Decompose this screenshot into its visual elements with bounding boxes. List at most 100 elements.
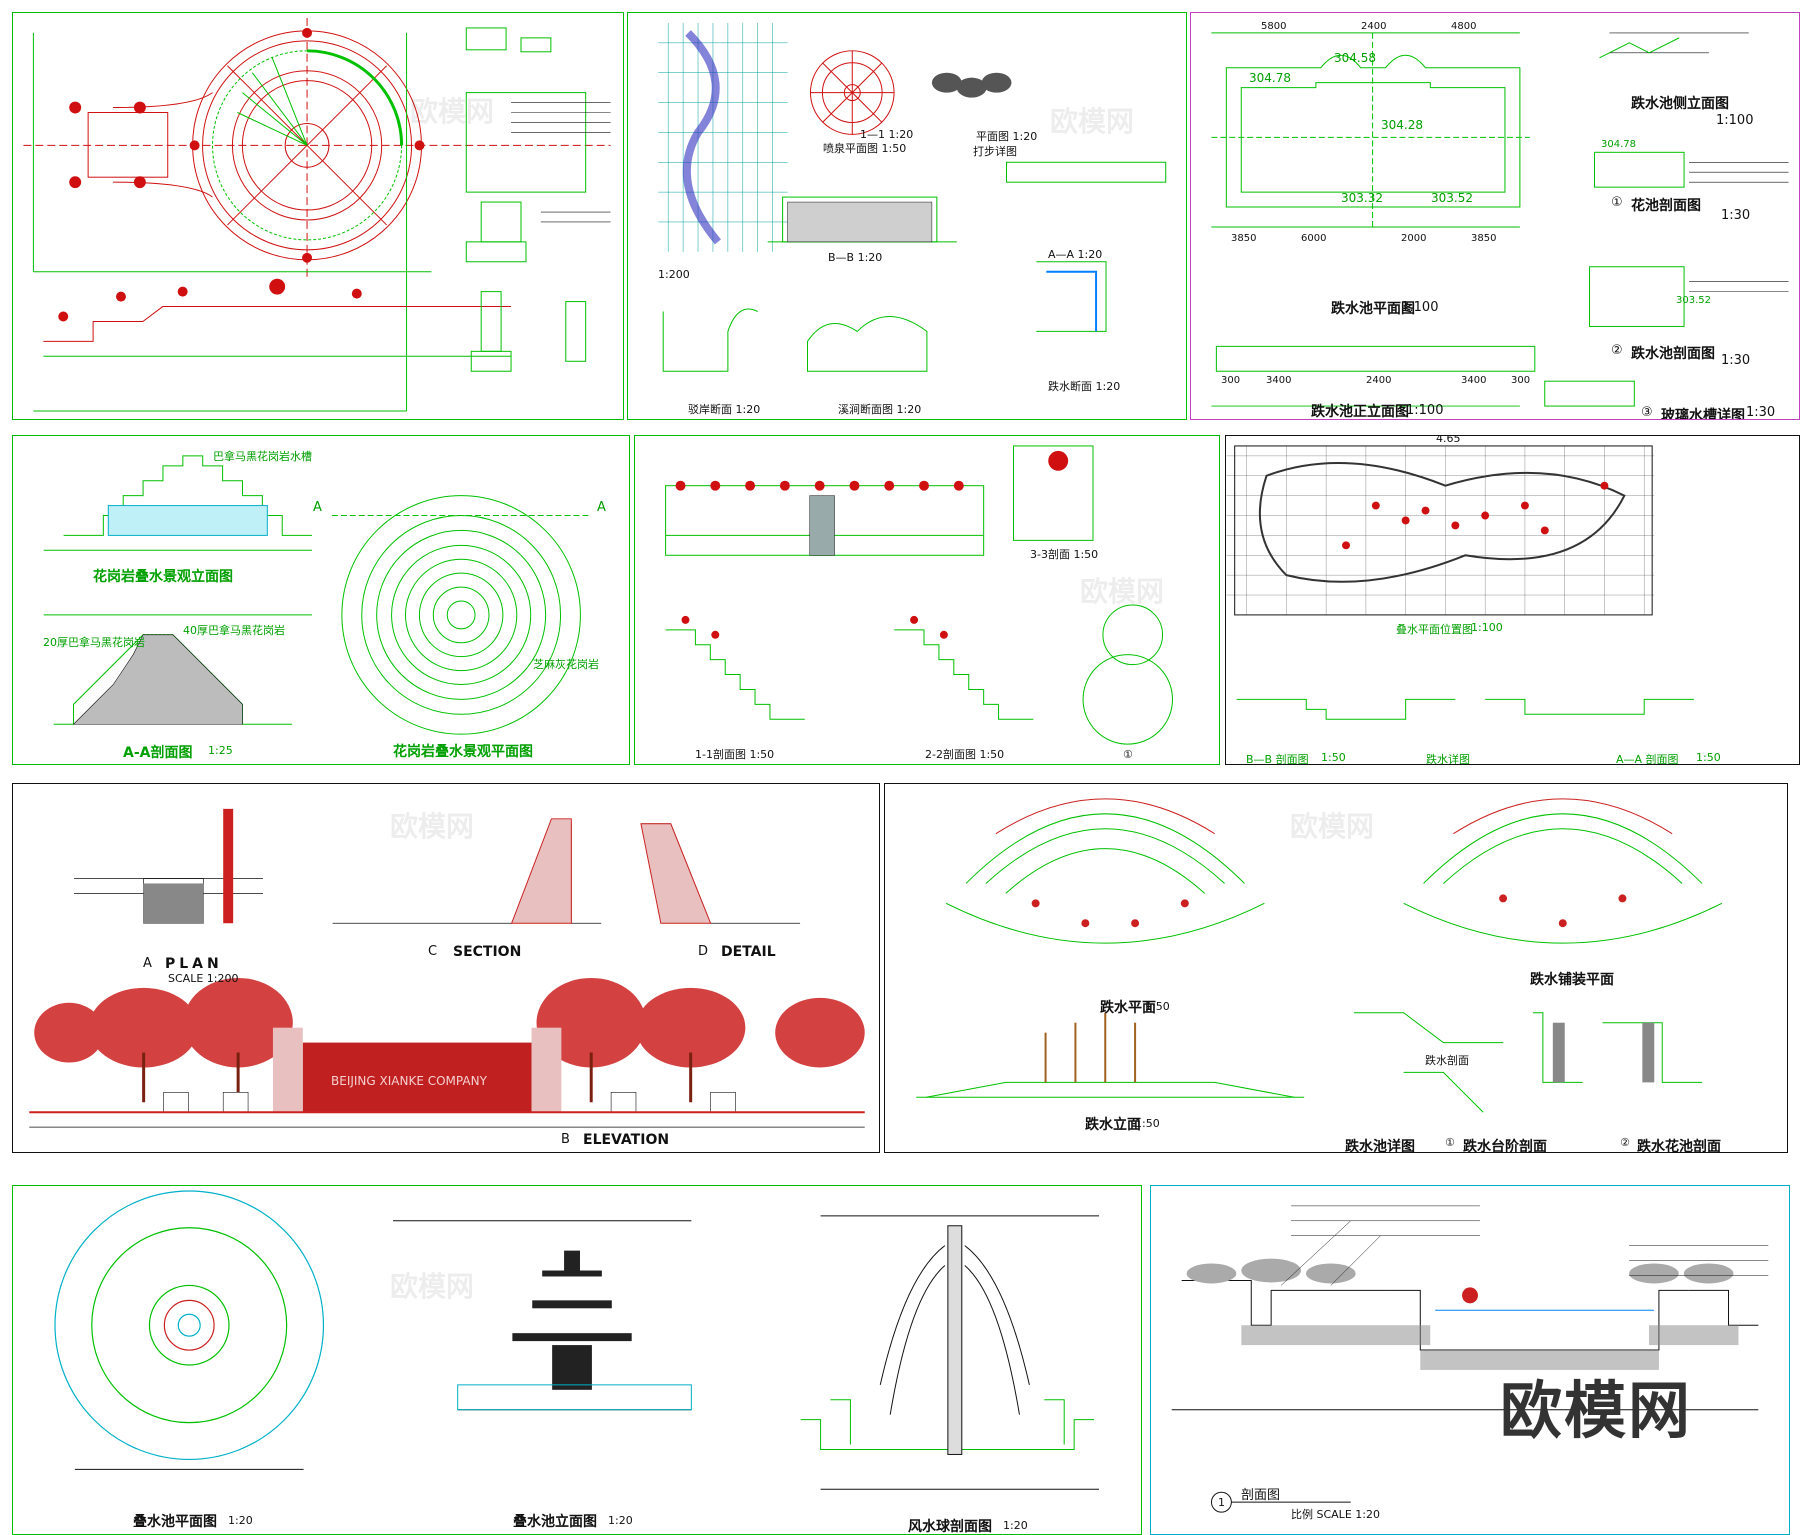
- elevation-title: ELEVATION: [583, 1132, 670, 1148]
- fan-cascade-drawing: [916, 798, 1723, 1113]
- fan-flower-title: 跌水花池剖面: [1637, 1139, 1721, 1153]
- glass-detail-scale: 1:30: [1746, 405, 1776, 420]
- drop-pool-plan-scale: 1:100: [1401, 300, 1439, 315]
- watermark-4: 欧模网: [390, 810, 475, 843]
- plan-scale: SCALE 1:200: [168, 972, 239, 985]
- section-title: SECTION: [453, 944, 522, 960]
- panel-pool-section: 1 剖面图 比例 SCALE 1:20: [1150, 1185, 1790, 1535]
- dim-9: 3400: [1266, 375, 1292, 386]
- panel-planter-steps: 1-1剖面图 1:50 2-2剖面图 1:50 3-3剖面 1:50 ①: [634, 435, 1220, 765]
- panel-entry-wall: PLAN SCALE 1:200 A SECTION C DETAIL D EL…: [12, 783, 880, 1153]
- section-mark-a-right: A: [597, 500, 606, 515]
- dim-6: 2000: [1401, 233, 1427, 244]
- elevation-marker: B: [561, 1132, 570, 1147]
- detail-marker: D: [698, 944, 709, 959]
- dim-2: 2400: [1361, 21, 1387, 32]
- fan-step-title: 跌水台阶剖面: [1463, 1139, 1547, 1153]
- water-detail-title: 跌水详图: [1426, 753, 1470, 765]
- pool-num: ②: [1611, 343, 1623, 358]
- granite-note-4: 芝麻灰花岗岩: [533, 658, 599, 671]
- revetment-label: 驳岸断面 1:20: [688, 403, 761, 416]
- entry-wall-drawing: [29, 808, 865, 1128]
- elev-5: 303.52: [1431, 191, 1473, 205]
- pool-section-drawing: [1171, 1205, 1769, 1513]
- section-11-title: 1-1剖面图 1:50: [695, 748, 775, 761]
- stream-plan-scale: 1:200: [658, 268, 690, 281]
- dim-10: 2400: [1366, 375, 1392, 386]
- fan-elev-scale: 1:50: [1135, 1117, 1160, 1130]
- granite-note-1: 巴拿马黑花岗岩水槽: [213, 450, 312, 463]
- fan-plan-scale: 1:50: [1145, 1000, 1170, 1013]
- planter-steps-drawing: [665, 445, 1173, 745]
- stack-pool-plan-scale: 1:20: [228, 1514, 253, 1527]
- panel-drop-pool: 304.78 304.58 304.28 303.32 303.52 304.7…: [1190, 12, 1800, 420]
- fountain-plan-label: 喷泉平面图 1:50: [823, 142, 907, 155]
- elev-7: 303.52: [1676, 295, 1711, 306]
- drop-pool-plan-title: 跌水池平面图: [1331, 301, 1415, 317]
- drop-pool-front-title: 跌水池正立面图: [1311, 404, 1409, 420]
- big-watermark: 欧模网: [1499, 1374, 1692, 1447]
- dim-1: 5800: [1261, 21, 1287, 32]
- plan-marker: A: [143, 956, 152, 971]
- detail-title: DETAIL: [721, 944, 776, 960]
- feng-shui-ball-scale: 1:20: [1003, 1519, 1028, 1532]
- aa-section-title: A—A 剖面图: [1616, 753, 1679, 765]
- pavement-plan-label: 平面图 1:20: [976, 130, 1038, 143]
- pavement-detail-label: 打步详图: [973, 145, 1017, 158]
- water-plan-title: 叠水平面位置图: [1396, 623, 1473, 636]
- drop-pool-front-scale: 1:100: [1406, 403, 1444, 418]
- elev-4: 303.32: [1341, 191, 1383, 205]
- dim-3: 4800: [1451, 21, 1477, 32]
- watermark-5: 欧模网: [1290, 810, 1375, 843]
- detail-circle: ①: [1123, 748, 1133, 761]
- section-22-title: 2-2剖面图 1:50: [925, 748, 1005, 761]
- dim-11: 3400: [1461, 375, 1487, 386]
- panel-stream-details: 1:200 喷泉平面图 1:50 B—B 1:20 平面图 1:20 打步详图 …: [627, 12, 1187, 420]
- stack-pool-elev-scale: 1:20: [608, 1514, 633, 1527]
- section-title-10: 剖面图: [1241, 1488, 1281, 1503]
- section-marker: C: [428, 944, 438, 959]
- bb-section-scale: 1:50: [1321, 751, 1346, 764]
- plan-top-elev: 4.65: [1436, 435, 1461, 445]
- tiered-fountain-drawing: [54, 1190, 1100, 1490]
- granite-note-3: 40厚巴拿马黑花岗岩: [183, 624, 285, 637]
- section-bb-label: B—B 1:20: [828, 251, 883, 264]
- panel-water-plan: 4.65 叠水平面位置图 1:100 B—B 剖面图 1:50 跌水详图 A—A…: [1225, 435, 1800, 765]
- fountain-plan-drawing: [23, 17, 611, 412]
- elev-1: 304.78: [1249, 71, 1291, 85]
- elev-6: 304.78: [1601, 139, 1636, 150]
- glass-num: ③: [1641, 405, 1653, 420]
- section-aa-label: A—A 1:20: [1048, 248, 1103, 261]
- flower-num-2: ②: [1620, 1136, 1630, 1149]
- section-scale-10: 比例 SCALE 1:20: [1291, 1508, 1380, 1521]
- section-33-title: 3-3剖面 1:50: [1030, 548, 1099, 561]
- stack-pool-elev-title: 叠水池立面图: [513, 1514, 597, 1530]
- drop-pool-drawing: [1211, 32, 1789, 407]
- granite-section-scale: 1:25: [208, 744, 233, 757]
- aa-section-scale: 1:50: [1696, 751, 1721, 764]
- drop-pool-side-title: 跌水池侧立面图: [1631, 96, 1729, 112]
- section-11-label: 1—1 1:20: [860, 128, 914, 141]
- flower-section-scale: 1:30: [1721, 208, 1751, 223]
- dim-8: 300: [1221, 375, 1241, 386]
- dim-4: 3850: [1231, 233, 1257, 244]
- water-plan-scale: 1:100: [1471, 621, 1503, 634]
- stream-section-label: 溪涧断面图 1:20: [838, 403, 922, 416]
- granite-elev-title: 花岗岩叠水景观立面图: [93, 569, 233, 585]
- elev-2: 304.58: [1334, 51, 1376, 65]
- granite-section-title: A-A剖面图: [123, 745, 193, 761]
- glass-detail-title: 玻璃水槽详图: [1661, 408, 1745, 420]
- dim-12: 300: [1511, 375, 1531, 386]
- panel-fan-cascade: 跌水平面 1:50 跌水铺装平面 跌水立面 1:50 跌水池详图 跌水剖面 ① …: [884, 783, 1788, 1153]
- fan-pave-title: 跌水铺装平面: [1530, 972, 1614, 988]
- pool-section-title: 跌水池剖面图: [1631, 346, 1715, 362]
- stack-pool-plan-title: 叠水池平面图: [133, 1514, 217, 1530]
- water-section-label: 跌水断面 1:20: [1048, 380, 1121, 393]
- stream-details-drawing: [658, 22, 1167, 372]
- pool-section-scale: 1:30: [1721, 353, 1751, 368]
- watermark-2: 欧模网: [1050, 105, 1135, 138]
- dim-5: 6000: [1301, 233, 1327, 244]
- wall-sign-text: BEIJING XIANKE COMPANY: [331, 1074, 487, 1088]
- elev-3: 304.28: [1381, 118, 1423, 132]
- panel-granite-cascade: 花岗岩叠水景观立面图 花岗岩叠水景观平面图 A-A剖面图 1:25 A A 巴拿…: [12, 435, 630, 765]
